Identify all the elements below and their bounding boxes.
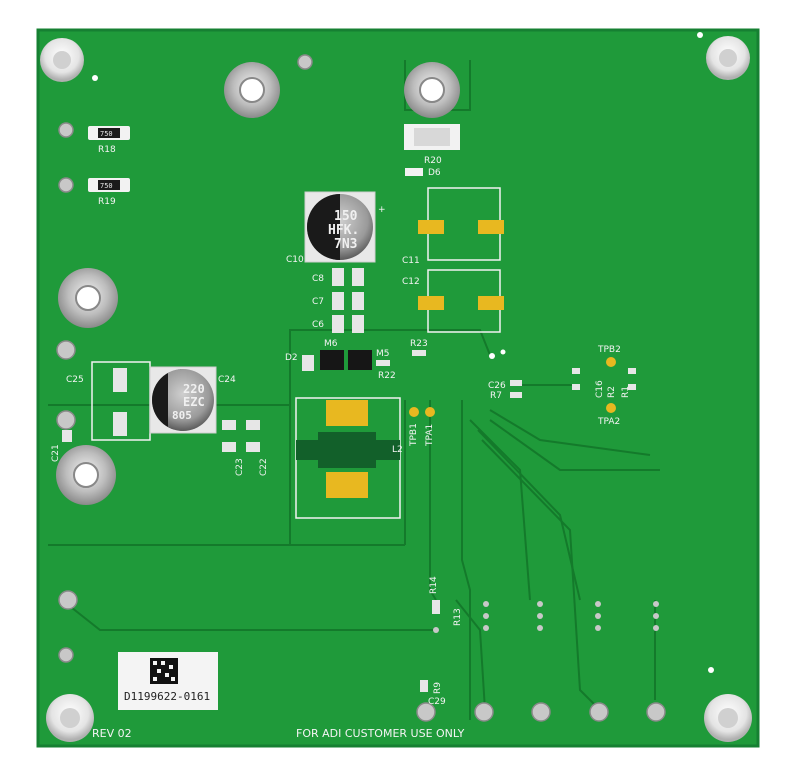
label-m6: M6 [324, 339, 338, 349]
resistor-r23 [412, 350, 426, 356]
label-r19: R19 [98, 197, 116, 207]
terminal-left-middle [58, 268, 118, 328]
label-tpa2: TPA2 [597, 417, 620, 427]
label-r9: R9 [433, 682, 443, 694]
resistor-r9 [420, 680, 428, 692]
resistor-r7 [510, 392, 522, 398]
terminal-top-center [224, 62, 280, 118]
board-id-label: D1199622-0161 [124, 690, 210, 703]
label-d6: D6 [428, 168, 441, 178]
svg-text:750: 750 [100, 182, 113, 190]
resistor-r20 [404, 124, 460, 150]
label-r14: R14 [429, 576, 439, 594]
svg-text:7N3: 7N3 [334, 237, 357, 252]
test-point-tpa2 [606, 403, 616, 413]
polarity-mark-c10: + [378, 205, 386, 215]
test-points [56, 54, 666, 722]
label-tpb2: TPB2 [597, 345, 621, 355]
capacitor-c23 [222, 420, 236, 452]
label-tpb1: TPB1 [409, 423, 419, 447]
capacitor-c22 [246, 420, 260, 452]
label-c6: C6 [312, 320, 324, 330]
capacitor-c25 [91, 361, 151, 441]
capacitor-c8 [332, 268, 364, 286]
mosfet-m6 [320, 350, 344, 370]
terminal-top-right [404, 62, 460, 118]
label-c26: C26 [488, 381, 506, 391]
test-point-tpb2 [606, 357, 616, 367]
resistor-r22 [376, 360, 390, 366]
svg-text:750: 750 [100, 130, 113, 138]
label-c16: C16 [595, 380, 605, 398]
label-d2: D2 [285, 353, 298, 363]
capacitor-c6 [332, 315, 364, 333]
svg-text:150: 150 [334, 209, 358, 224]
pcb-substrate [38, 30, 758, 746]
svg-text:805: 805 [172, 409, 192, 422]
label-r7: R7 [490, 391, 502, 401]
capacitor-c7 [332, 292, 364, 310]
label-r1: R1 [621, 386, 631, 398]
capacitor-c26 [510, 380, 522, 386]
label-c11: C11 [402, 256, 420, 266]
revision-label: REV 02 [92, 727, 132, 740]
label-c10: C10 [286, 255, 304, 265]
label-tpa1: TPA1 [425, 424, 435, 447]
label-c21: C21 [51, 444, 61, 462]
label-c23: C23 [235, 458, 245, 476]
label-r23: R23 [410, 339, 428, 349]
label-l2: L2 [392, 445, 403, 455]
resistor-r18: 750 [88, 126, 130, 140]
diode-d2 [302, 355, 314, 371]
svg-text:EZC: EZC [183, 395, 205, 409]
resistor-r14 [432, 600, 440, 614]
terminal-left-lower [56, 445, 116, 505]
label-c12: C12 [402, 277, 420, 287]
label-r18: R18 [98, 145, 116, 155]
label-c22: C22 [259, 458, 269, 476]
label-c29: C29 [428, 697, 446, 707]
mosfet-m5 [348, 350, 372, 370]
capacitor-c11 [418, 187, 504, 261]
id-label-sticker: D1199622-0161 [118, 652, 218, 710]
label-r2: R2 [607, 386, 617, 398]
diode-d6 [405, 168, 423, 176]
capacitor-c21 [62, 430, 72, 442]
label-c8: C8 [312, 274, 324, 284]
mounting-standoff-top-left [40, 38, 84, 82]
svg-text:220: 220 [183, 382, 205, 396]
test-header-pads [433, 601, 659, 633]
small-vias [92, 32, 714, 673]
capacitor-c12 [418, 269, 504, 333]
footer-note: FOR ADI CUSTOMER USE ONLY [296, 727, 465, 740]
label-c24: C24 [218, 375, 236, 385]
svg-text:HFK.: HFK. [328, 223, 359, 238]
test-point-tpa1 [425, 407, 435, 417]
label-m5: M5 [376, 349, 390, 359]
resistor-r19: 750 [88, 178, 130, 192]
label-c25: C25 [66, 375, 84, 385]
mounting-standoff-bottom-left [46, 694, 94, 742]
capacitor-c10: 150 HFK. 7N3 [304, 191, 376, 263]
test-point-tpb1 [409, 407, 419, 417]
label-r20: R20 [424, 156, 442, 166]
label-c7: C7 [312, 297, 324, 307]
inductor-l2 [295, 397, 401, 519]
label-r22: R22 [378, 371, 396, 381]
component-cluster-right [572, 368, 636, 390]
mounting-standoff-top-right [706, 36, 750, 80]
mounting-standoff-bottom-right [704, 694, 752, 742]
label-r13: R13 [453, 608, 463, 626]
capacitor-c24: 220 EZC 805 [149, 366, 217, 434]
